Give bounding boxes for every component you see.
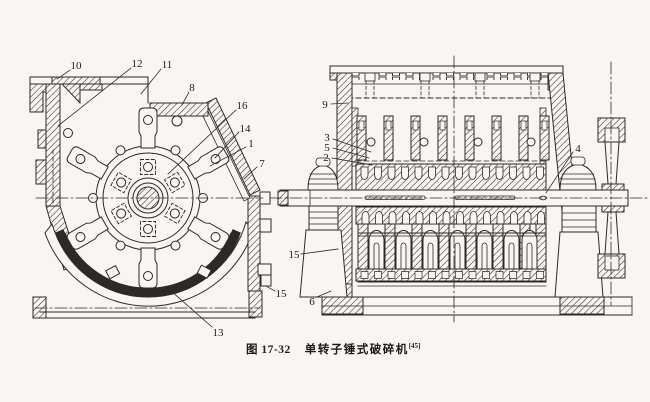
callout-label-16: 16 <box>237 100 249 112</box>
callout-label-6: 6 <box>309 296 315 308</box>
base-foundation <box>321 296 633 316</box>
rotor-drum <box>355 163 547 287</box>
callout-label-4: 4 <box>575 143 581 155</box>
caption-number: 图 17-32 <box>246 344 291 356</box>
callout-leader-6 <box>316 290 332 298</box>
grate-screen <box>55 229 241 298</box>
callout-label-12: 12 <box>132 58 143 70</box>
belt-pulley <box>597 61 629 306</box>
liner-hangers <box>364 72 541 99</box>
callout-leader-2 <box>331 157 373 166</box>
callout-layer: 10 12 11 8 16 14 17 15 13 9 352 4 15 6 <box>56 58 581 339</box>
callout-leader-14 <box>214 131 240 159</box>
right-bearing <box>554 156 604 298</box>
callout-leader-1 <box>209 146 247 167</box>
callout-leader-10 <box>56 69 71 80</box>
left-bearing <box>299 157 348 298</box>
callout-label-3: 3 <box>324 132 330 144</box>
callout-leader-8 <box>181 91 190 106</box>
callout-leader-13 <box>170 290 213 328</box>
callout-label-5: 5 <box>324 142 330 154</box>
figure-caption: 图 17-32 单转子锤式破碎机[45] <box>246 341 420 357</box>
callout-leader-3 <box>332 138 372 153</box>
right-view-drawing <box>269 55 649 323</box>
callout-label-15: 15 <box>289 249 301 261</box>
callout-label-7: 7 <box>259 158 265 170</box>
callout-leader-15 <box>300 248 339 255</box>
callout-label-10: 10 <box>71 60 83 72</box>
callout-leader-9 <box>330 102 349 105</box>
upper-hammers <box>355 115 550 165</box>
callout-leader-7 <box>243 166 258 180</box>
callout-label-2: 2 <box>323 152 329 164</box>
callout-leader-15 <box>265 285 276 292</box>
left-view-drawing <box>29 76 272 319</box>
callout-leader-16 <box>167 109 237 175</box>
callout-label-13: 13 <box>213 327 225 339</box>
callout-label-14: 14 <box>240 123 252 135</box>
callout-label-9: 9 <box>322 99 328 111</box>
callout-leader-12 <box>57 67 132 127</box>
caption-citation: [45] <box>408 342 421 351</box>
callout-label-15: 15 <box>276 288 288 300</box>
callout-leader-5 <box>332 147 370 159</box>
caption-title: 单转子锤式破碎机 <box>304 344 409 356</box>
callout-label-11: 11 <box>162 59 173 71</box>
callout-label-1: 1 <box>248 138 254 150</box>
callout-leader-11 <box>140 68 162 95</box>
callout-label-8: 8 <box>189 82 195 94</box>
callout-leader-4 <box>545 151 574 194</box>
top-cover <box>329 65 564 99</box>
